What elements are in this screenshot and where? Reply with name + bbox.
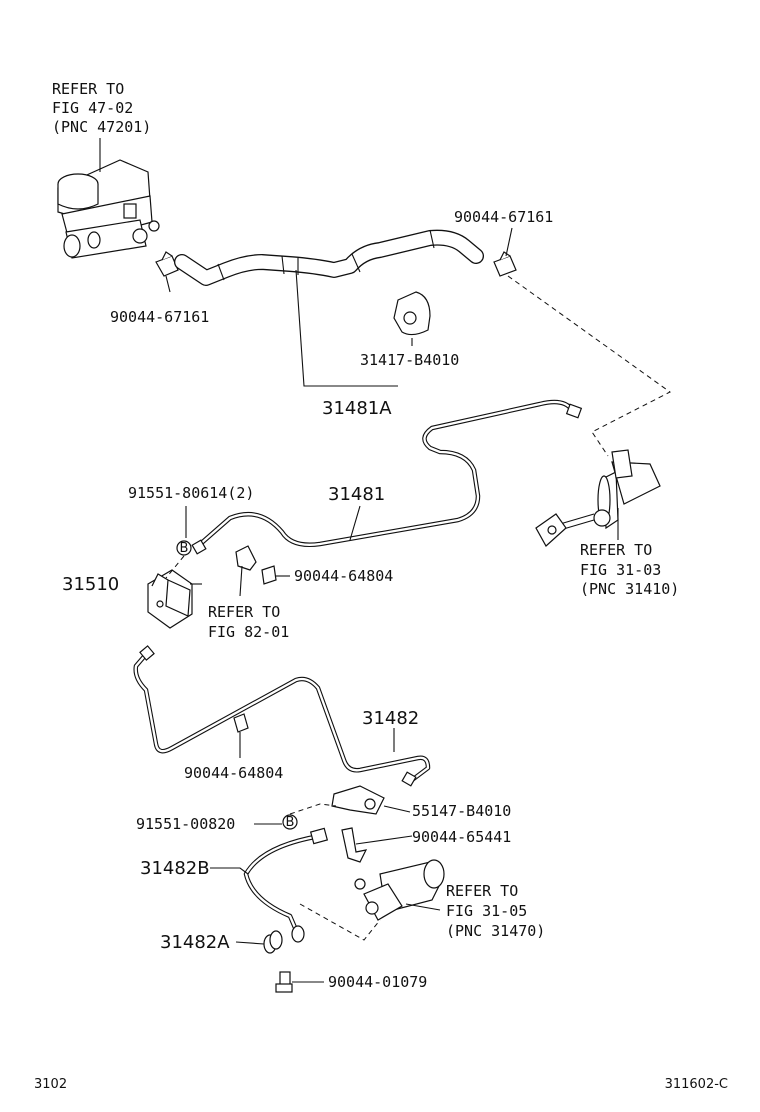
union-bolt-marker-1 [176, 540, 192, 556]
union-bolt-marker-1-label: B [180, 541, 189, 556]
brake-master-cylinder-illustration [57, 159, 160, 259]
callout-refer-master-1: REFER TO [52, 80, 124, 98]
callout-tube-lower: 31482 [362, 708, 419, 729]
footer-left-code: 3102 [34, 1077, 67, 1092]
callout-clamp-lower: 90044-64804 [184, 764, 283, 782]
union-bolt-marker-2 [282, 814, 298, 830]
clip-lower-illustration [341, 827, 368, 863]
callout-refer-82-2: FIG 82-01 [208, 623, 289, 641]
dashed-guide-master [507, 275, 671, 457]
footer-right-code: 311602-C [665, 1077, 728, 1092]
callout-refer-master-3: (PNC 47201) [52, 118, 151, 136]
hose-clip-right [493, 251, 517, 277]
callout-gasket: 31417-B4010 [360, 351, 459, 369]
clutch-tube-lower [133, 645, 431, 787]
callout-union-bolt-1: 91551-80614(2) [128, 484, 254, 502]
clutch-master-cylinder-illustration [535, 449, 661, 547]
release-cylinder-illustration [354, 859, 445, 921]
callout-clip-lower: 90044-65441 [412, 828, 511, 846]
gasket-illustration [393, 291, 431, 336]
callout-hose-assy: 31481A [322, 398, 392, 419]
callout-bracket: 31510 [62, 574, 119, 595]
callout-tube-main: 31481 [328, 484, 385, 505]
clutch-hose-illustration [174, 229, 484, 286]
tube-clamp-upper [235, 545, 277, 585]
union-bolt-marker-2-label: B [286, 815, 295, 830]
bracket-lower-illustration [331, 785, 385, 815]
dashed-guide-bracket [165, 555, 185, 579]
callout-refer-master-cyl-3: (PNC 31410) [580, 580, 679, 598]
callout-refer-release-3: (PNC 31470) [446, 922, 545, 940]
callout-union-bolt-2: 91551-00820 [136, 815, 235, 833]
callout-bolt: 90044-01079 [328, 973, 427, 991]
callout-gasket-ring: 31482A [160, 932, 230, 953]
clutch-tube-main [191, 399, 583, 555]
callout-refer-master-2: FIG 47-02 [52, 99, 133, 117]
leader-lines [99, 138, 619, 983]
hose-clip-left [155, 251, 179, 277]
callout-clamp-mid: 90044-64804 [294, 567, 393, 585]
callout-refer-master-cyl-1: REFER TO [580, 541, 652, 559]
bracket-illustration [147, 569, 193, 629]
callout-clip-right: 90044-67161 [454, 208, 553, 226]
gasket-ring-illustration [263, 930, 283, 954]
flexible-hose-illustration [243, 827, 329, 943]
callout-refer-82-1: REFER TO [208, 603, 280, 621]
callout-clip-left: 90044-67161 [110, 308, 209, 326]
callout-refer-release-1: REFER TO [446, 882, 518, 900]
dashed-guide-union [289, 803, 337, 815]
bolt-illustration [275, 971, 293, 993]
tube-clamp-lower [233, 713, 249, 733]
callout-hose-flex: 31482B [140, 858, 210, 879]
callout-labels: REFER TO FIG 47-02 (PNC 47201) 90044-671… [52, 80, 679, 991]
callout-bracket-lower: 55147-B4010 [412, 802, 511, 820]
callout-refer-release-2: FIG 31-05 [446, 902, 527, 920]
callout-refer-master-cyl-2: FIG 31-03 [580, 561, 661, 579]
dashed-guide-release [299, 903, 381, 941]
